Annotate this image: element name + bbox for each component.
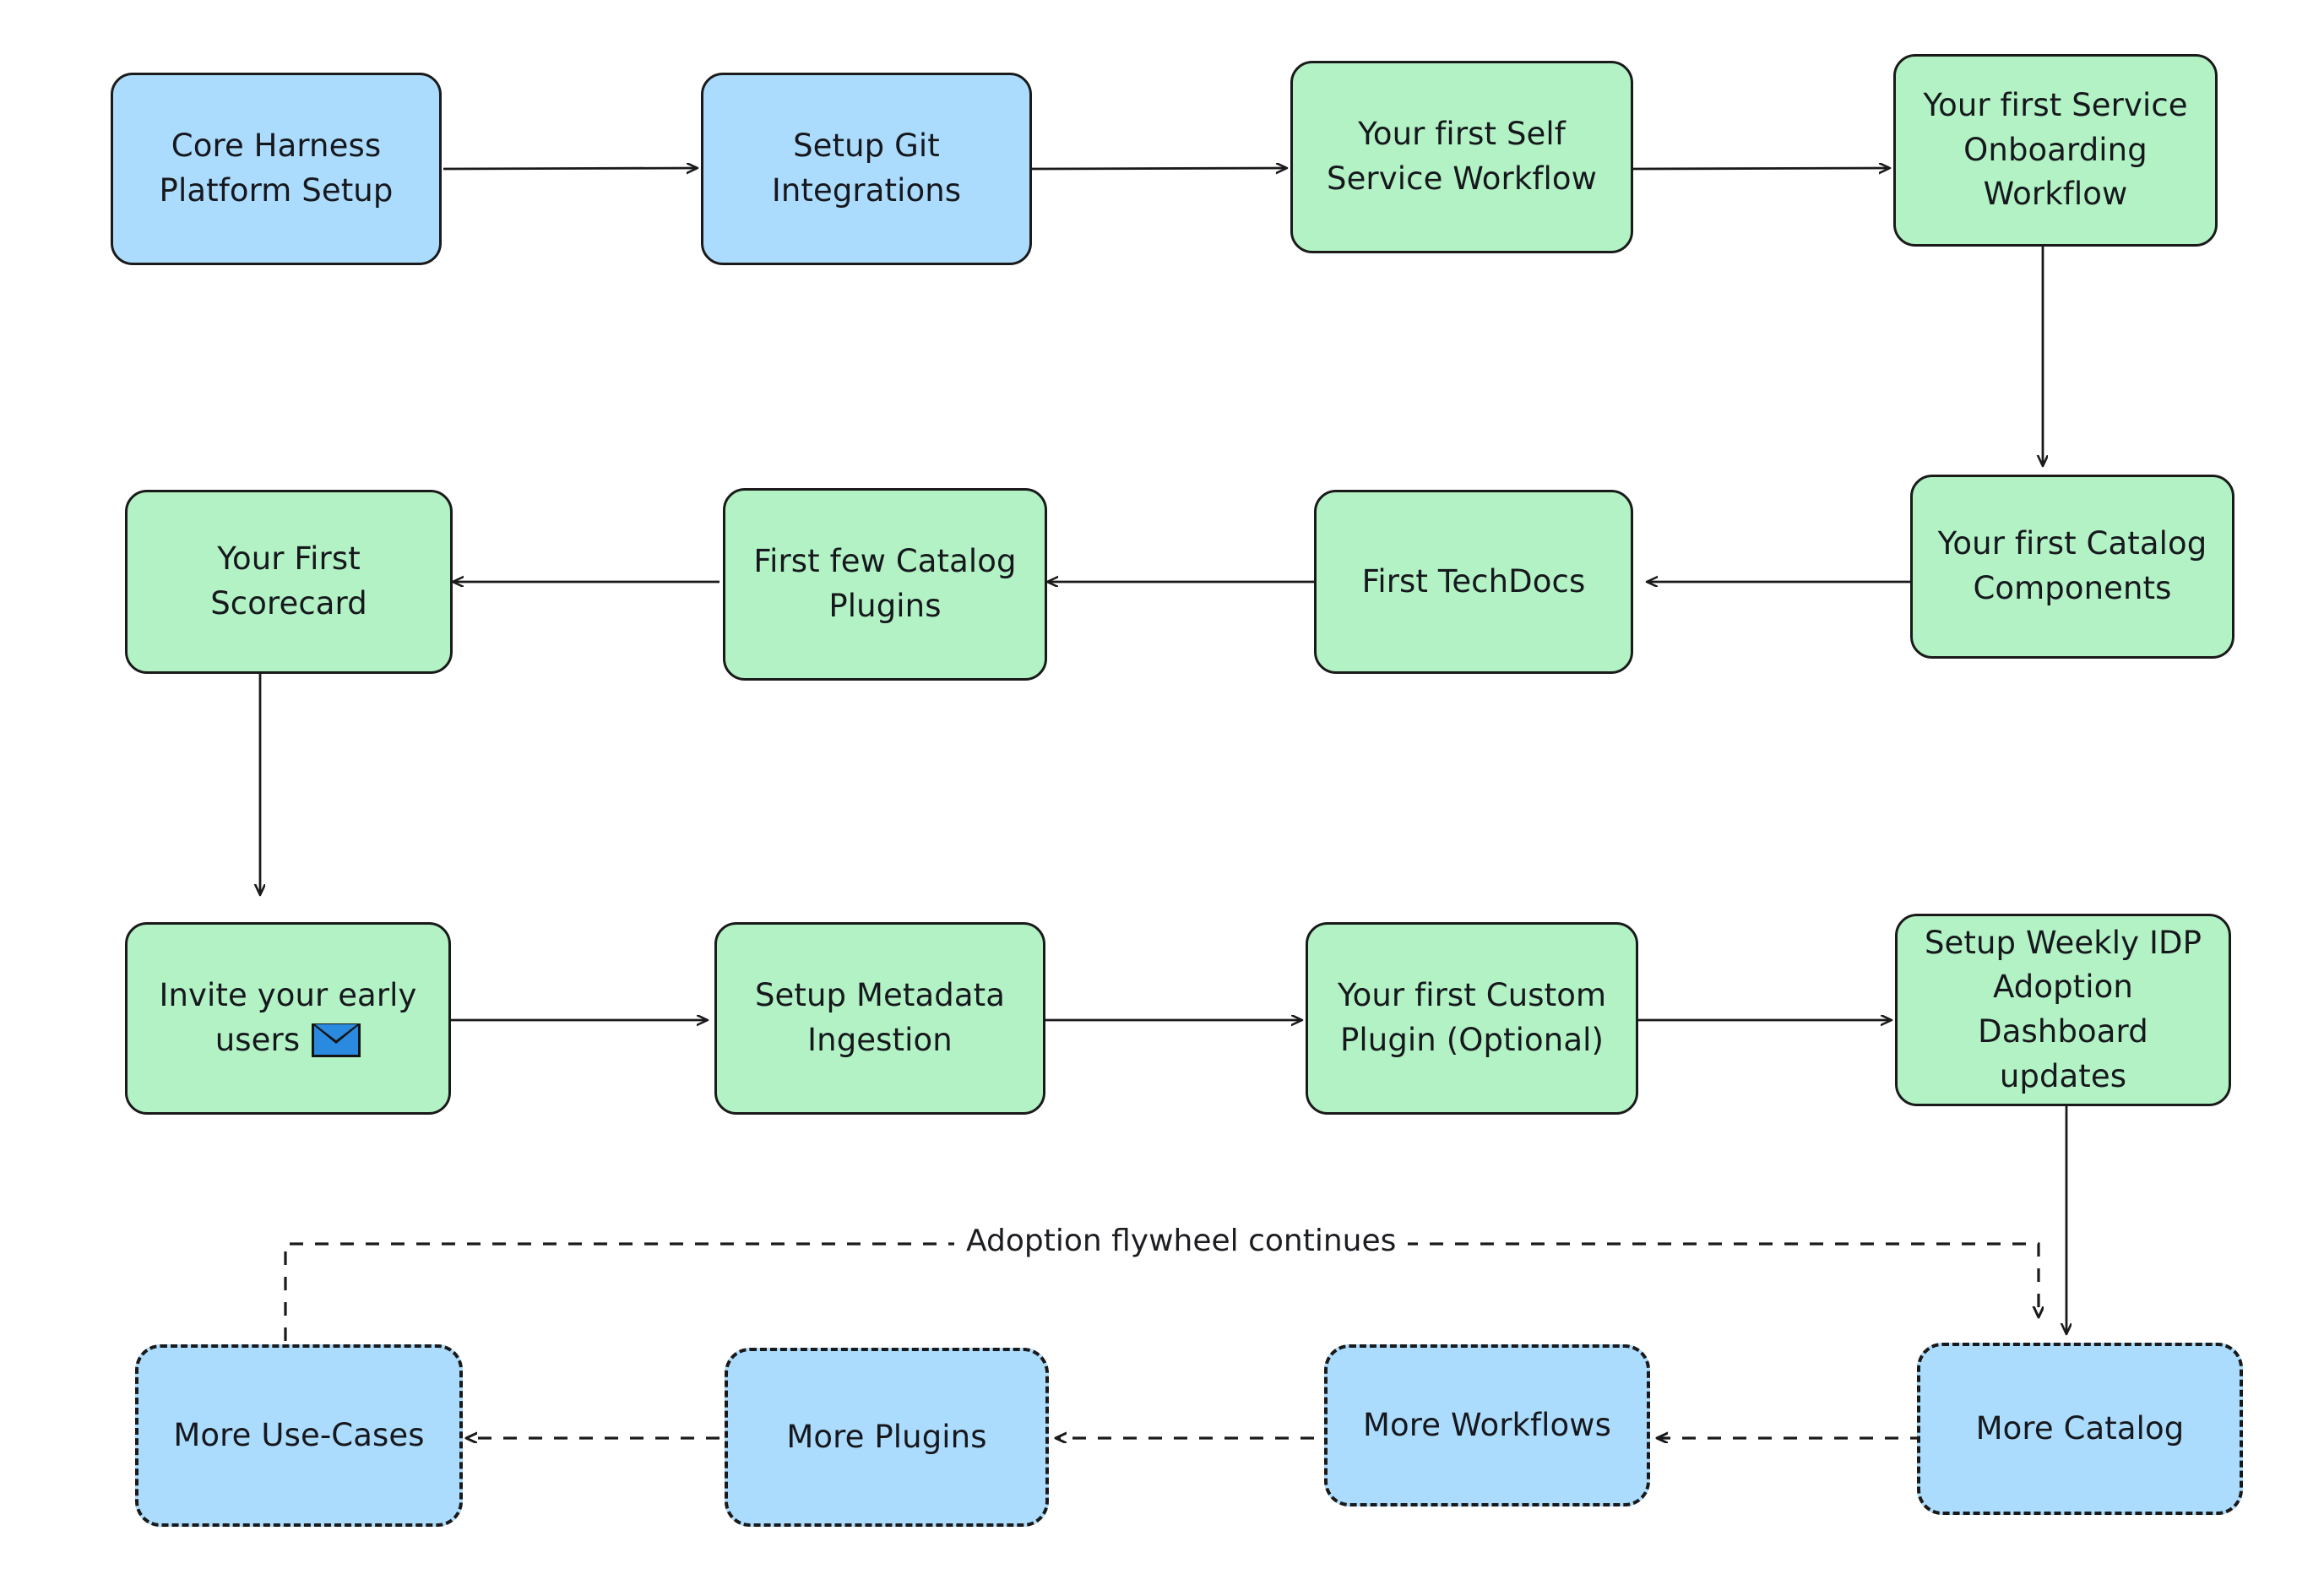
node-more-workflows[interactable]: More Workflows bbox=[1324, 1344, 1650, 1506]
node-label: Your first Self Service Workflow bbox=[1326, 116, 1597, 197]
node-more-plugins[interactable]: More Plugins bbox=[725, 1348, 1049, 1527]
node-invite-your-early-users[interactable]: Invite your early users bbox=[125, 922, 451, 1115]
node-your-first-self-service-workflow[interactable]: Your first Self Service Workflow bbox=[1290, 61, 1633, 253]
edge-label-adoption-flywheel: Adoption flywheel continues bbox=[954, 1224, 1409, 1258]
node-more-use-cases[interactable]: More Use-Cases bbox=[135, 1344, 463, 1527]
edge-n16-n13-flywheel bbox=[284, 1242, 2039, 1341]
node-first-few-catalog-plugins[interactable]: First few Catalog Plugins bbox=[723, 488, 1047, 681]
node-setup-weekly-idp-adoption-dashboard-updates[interactable]: Setup Weekly IDP Adoption Dashboard upda… bbox=[1895, 914, 2231, 1106]
node-label: Setup Metadata Ingestion bbox=[754, 977, 1006, 1058]
node-label: Your first Service Onboarding Workflow bbox=[1923, 87, 2188, 213]
node-label: Setup Git Integrations bbox=[771, 128, 962, 209]
node-label-text: Invite your early users bbox=[159, 977, 417, 1058]
node-setup-git-integrations[interactable]: Setup Git Integrations bbox=[701, 73, 1032, 265]
node-label: Setup Weekly IDP Adoption Dashboard upda… bbox=[1924, 924, 2202, 1094]
solid-edges bbox=[260, 168, 2066, 1334]
edge-n3-n4 bbox=[1632, 168, 1890, 169]
node-label: Your first Custom Plugin (Optional) bbox=[1337, 977, 1607, 1058]
node-label: Invite your early users bbox=[141, 974, 435, 1062]
node-label: Your first Catalog Components bbox=[1937, 525, 2207, 606]
envelope-icon bbox=[312, 1023, 361, 1057]
node-label: More Plugins bbox=[786, 1418, 987, 1455]
node-your-first-catalog-components[interactable]: Your first Catalog Components bbox=[1910, 475, 2234, 659]
node-label: More Workflows bbox=[1362, 1406, 1612, 1443]
node-your-first-scorecard[interactable]: Your First Scorecard bbox=[125, 490, 453, 674]
edge-n1-n2 bbox=[443, 168, 698, 169]
node-your-first-custom-plugin-optional[interactable]: Your first Custom Plugin (Optional) bbox=[1306, 922, 1638, 1115]
node-label: Core Harness Platform Setup bbox=[159, 128, 394, 209]
edge-n2-n3 bbox=[1031, 168, 1287, 169]
node-core-harness-platform-setup[interactable]: Core Harness Platform Setup bbox=[111, 73, 442, 265]
node-your-first-service-onboarding-workflow[interactable]: Your first Service Onboarding Workflow bbox=[1893, 54, 2218, 247]
node-label: More Catalog bbox=[1975, 1409, 2185, 1447]
node-label: Your First Scorecard bbox=[210, 540, 367, 622]
node-more-catalog[interactable]: More Catalog bbox=[1917, 1343, 2243, 1515]
node-first-techdocs[interactable]: First TechDocs bbox=[1314, 490, 1633, 674]
node-label: First TechDocs bbox=[1361, 562, 1586, 600]
node-label: More Use-Cases bbox=[173, 1416, 425, 1453]
node-label: First few Catalog Plugins bbox=[753, 543, 1017, 624]
node-setup-metadata-ingestion[interactable]: Setup Metadata Ingestion bbox=[714, 922, 1045, 1115]
